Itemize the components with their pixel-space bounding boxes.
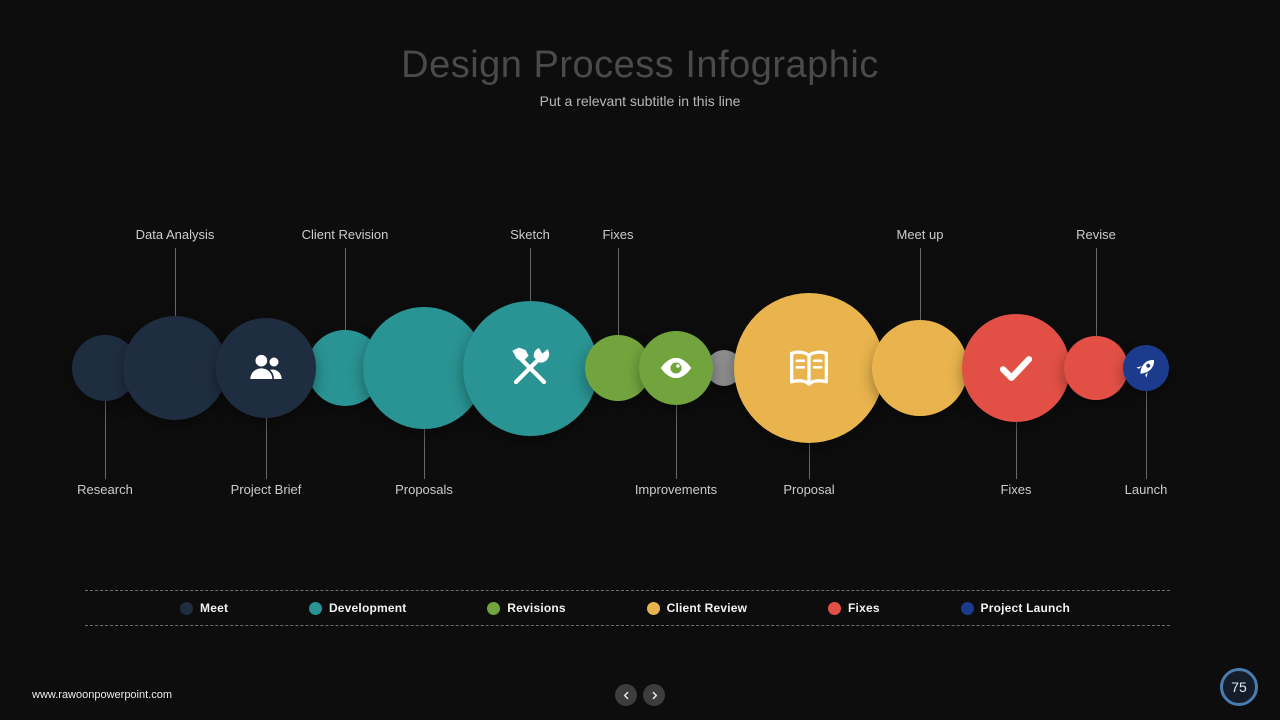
legend-dot [180, 601, 193, 615]
legend-item: Fixes [828, 601, 880, 615]
process-step-circle [123, 316, 227, 420]
connector-line [424, 429, 425, 479]
legend-dot [487, 601, 501, 615]
step-label: Revise [1076, 227, 1116, 242]
step-label: Proposals [395, 482, 453, 497]
legend-label: Meet [200, 601, 229, 615]
legend-dot [646, 601, 660, 615]
legend-label: Development [328, 601, 407, 615]
connector-line [920, 248, 921, 320]
page-number-badge: 75 [1220, 668, 1258, 706]
legend-item: Client Review [646, 601, 748, 615]
connector-line [105, 401, 106, 479]
website-url: www.rawoonpowerpoint.com [32, 689, 173, 701]
legend-label: Client Review [666, 601, 748, 615]
legend-item: Meet [180, 601, 228, 615]
slide-header: Design Process Infographic Put a relevan… [0, 44, 1280, 109]
connector-line [809, 443, 810, 479]
rocket-icon [1133, 355, 1159, 381]
step-label: Client Revision [301, 227, 389, 242]
step-label: Research [77, 482, 133, 497]
prev-slide-button[interactable] [615, 684, 637, 706]
connector-line [266, 418, 267, 479]
process-step-circle [1123, 345, 1169, 391]
process-step-circle [734, 293, 884, 443]
connector-line [618, 248, 619, 335]
eye-icon [657, 349, 695, 387]
legend-label: Project Launch [980, 601, 1070, 615]
connector-line [175, 248, 176, 316]
process-step-circle [962, 314, 1070, 422]
legend-item: Project Launch [960, 601, 1070, 615]
legend-dot [960, 601, 974, 615]
step-label: Fixes [1000, 482, 1032, 497]
legend-dot [308, 601, 322, 615]
slide-title: Design Process Infographic [401, 44, 879, 86]
chevron-right-icon [652, 691, 657, 699]
process-step-circle [1064, 336, 1128, 400]
step-label: Project Brief [230, 482, 302, 497]
tools-icon [506, 344, 554, 392]
connector-line [1096, 248, 1097, 336]
legend-bar: Meet Development Revisions Client Review Fix… [85, 590, 1170, 626]
page-number: 75 [1231, 679, 1247, 695]
step-label: Sketch [510, 227, 550, 242]
check-icon [995, 347, 1037, 389]
step-label: Meet up [896, 227, 944, 242]
legend-row: Meet Development Revisions Client Review Fix… [85, 591, 1170, 625]
process-step-circle [462, 300, 598, 436]
legend-item: Development [308, 601, 407, 615]
book-icon [783, 342, 835, 394]
legend-item: Revisions [487, 601, 566, 615]
slide-subtitle: Put a relevant subtitle in this line [539, 93, 741, 109]
process-step-circle [872, 320, 968, 416]
connector-line [1146, 391, 1147, 479]
legend-label: Revisions [507, 601, 566, 615]
step-label: Fixes [602, 227, 634, 242]
legend-label: Fixes [848, 601, 880, 615]
step-label: Improvements [634, 482, 718, 497]
connector-line [345, 248, 346, 330]
connector-line [676, 405, 677, 479]
step-label: Launch [1124, 482, 1168, 497]
slide-nav [615, 684, 665, 706]
step-label: Proposal [783, 482, 835, 497]
connector-line [530, 248, 531, 301]
connector-line [1016, 422, 1017, 479]
people-icon [246, 348, 286, 388]
legend-dot [828, 601, 842, 615]
process-step-circle [639, 331, 713, 405]
next-slide-button[interactable] [643, 684, 665, 706]
process-step-circle [216, 318, 316, 418]
chevron-left-icon [623, 691, 628, 699]
step-label: Data Analysis [135, 227, 215, 242]
